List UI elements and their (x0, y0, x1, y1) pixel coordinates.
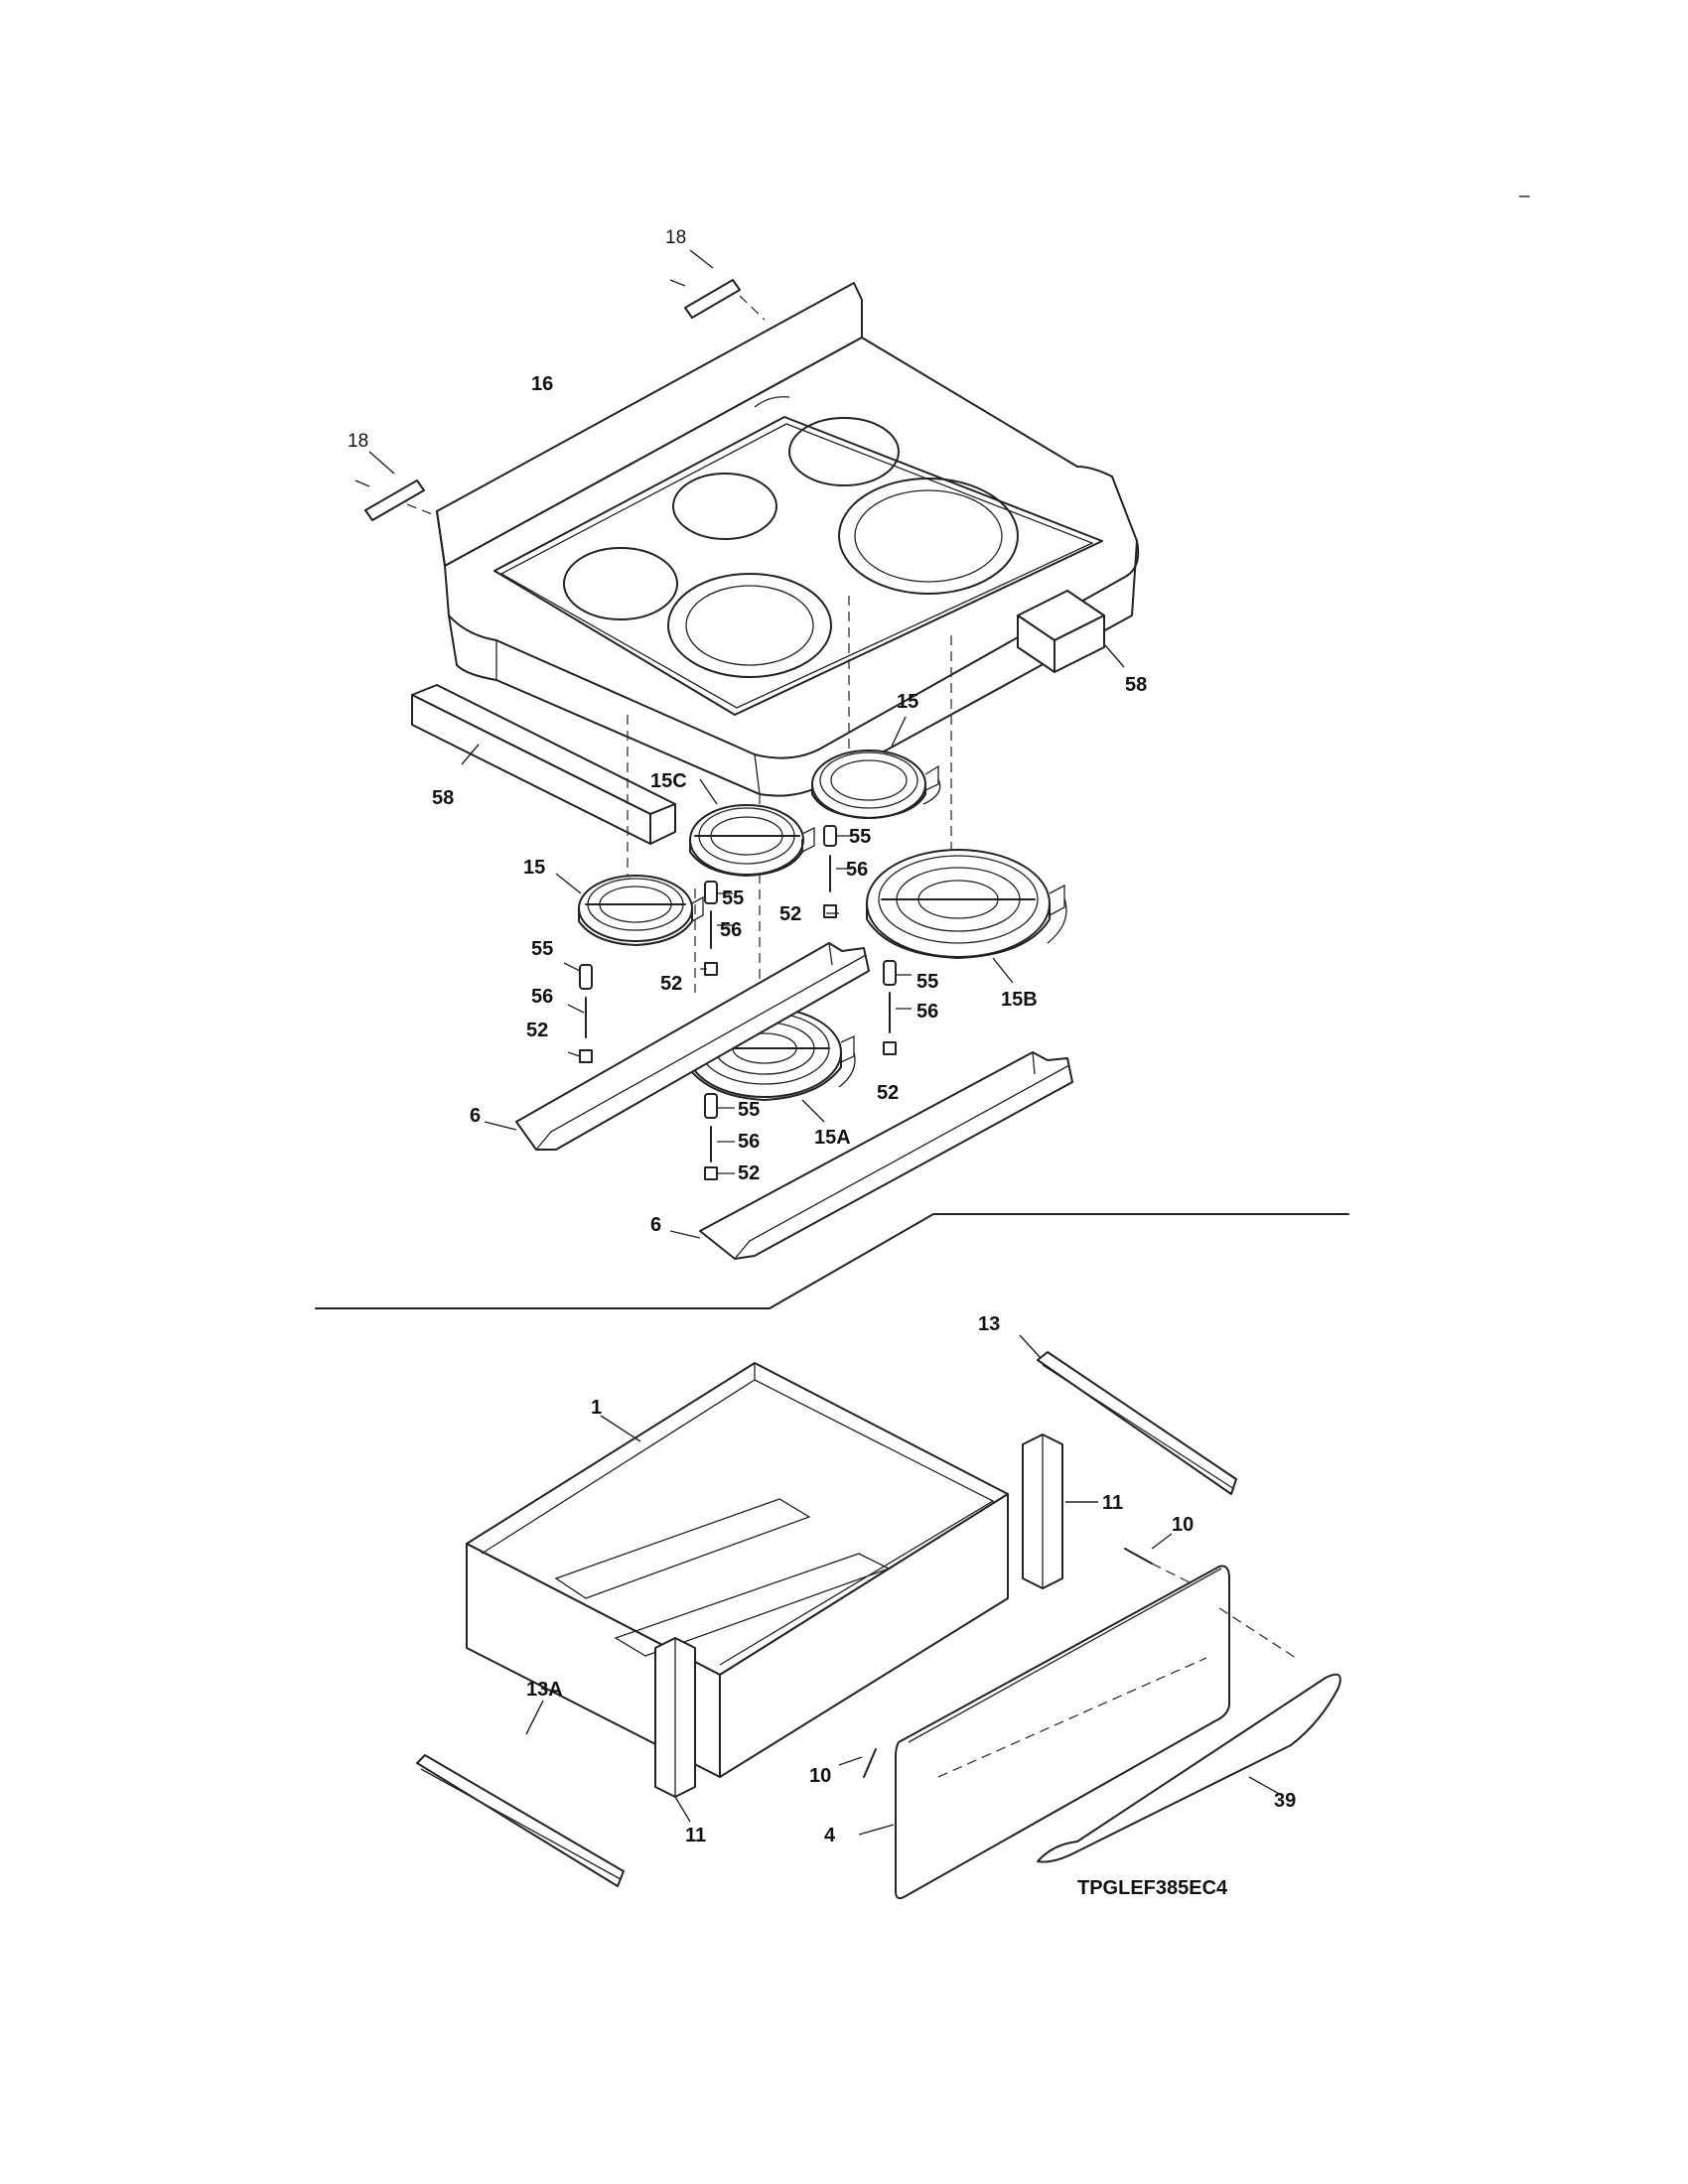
drawer-body-part-1 (466, 1362, 1009, 1778)
slide-rail-13 (1019, 1334, 1237, 1495)
slide-rail-13A (416, 1700, 625, 1887)
diagram-code: TPGLEF385EC4 (1077, 1877, 1228, 1899)
corner-mark: – (1519, 186, 1530, 206)
callout-55-front: 55 (738, 1099, 760, 1121)
callout-56-right: 56 (916, 1001, 938, 1023)
callout-1: 1 (591, 1397, 602, 1419)
callout-6-lower: 6 (650, 1214, 661, 1236)
callout-16: 16 (531, 373, 553, 395)
hardware-stack-front (704, 1093, 735, 1180)
support-rail-6-upper (484, 942, 870, 1151)
cooktop-part-16 (436, 282, 1140, 797)
callout-10-left: 10 (809, 1765, 831, 1787)
callout-15A: 15A (814, 1127, 851, 1149)
screw-part-10-left (838, 1748, 877, 1778)
callout-11-left: 11 (685, 1825, 706, 1846)
callout-18-left: 18 (348, 431, 368, 452)
element-15C (689, 778, 815, 877)
callout-18-rear: 18 (665, 227, 686, 248)
callout-4: 4 (824, 1825, 836, 1846)
element-15B (866, 849, 1067, 984)
callout-15B: 15B (1001, 989, 1038, 1011)
insulation-strip-58-right (1017, 590, 1125, 673)
callout-55-center: 55 (722, 887, 744, 909)
support-rail-6-lower (669, 1051, 1073, 1260)
callout-52-center: 52 (660, 973, 682, 995)
side-bracket-11-right (1022, 1433, 1098, 1589)
drawer-handle-part-39 (1037, 1673, 1341, 1863)
callout-55-rear: 55 (849, 826, 871, 848)
callout-55-right: 55 (916, 971, 938, 993)
element-15-left (555, 873, 704, 946)
callout-56-left: 56 (531, 986, 553, 1008)
callout-6-upper: 6 (470, 1105, 481, 1127)
callout-56-front: 56 (738, 1131, 760, 1153)
bracket-part-18-rear (669, 249, 766, 321)
element-15-rear (811, 716, 941, 819)
hardware-stack-center (700, 881, 733, 976)
callout-13: 13 (978, 1313, 1000, 1335)
callout-58-left: 58 (432, 787, 454, 809)
callout-56-rear: 56 (846, 859, 868, 881)
callout-58-right: 58 (1125, 674, 1147, 696)
callout-11-right: 11 (1102, 1492, 1123, 1514)
callout-52-front: 52 (738, 1162, 760, 1184)
drawer-front-part-4 (858, 1565, 1297, 1900)
hardware-stack-left (563, 962, 593, 1063)
section-divider (315, 1213, 1349, 1309)
bracket-part-18-left (354, 451, 438, 521)
callout-15-left: 15 (523, 857, 545, 879)
insulation-strip-58-left (411, 684, 676, 845)
hardware-stack-rear (823, 825, 852, 918)
hardware-stack-right (883, 960, 912, 1055)
callout-10-right: 10 (1172, 1514, 1194, 1536)
callout-13A: 13A (526, 1679, 563, 1701)
callout-15-rear: 15 (897, 691, 918, 713)
callout-52-rear: 52 (779, 903, 801, 925)
callout-52-left: 52 (526, 1020, 548, 1041)
callout-39: 39 (1274, 1790, 1296, 1812)
callout-15C: 15C (650, 770, 687, 792)
callout-52-right: 52 (877, 1082, 899, 1104)
side-bracket-11-left (654, 1637, 696, 1823)
callout-56-center: 56 (720, 919, 742, 941)
callout-55-left: 55 (531, 938, 553, 960)
screw-part-10-right (1124, 1533, 1202, 1589)
